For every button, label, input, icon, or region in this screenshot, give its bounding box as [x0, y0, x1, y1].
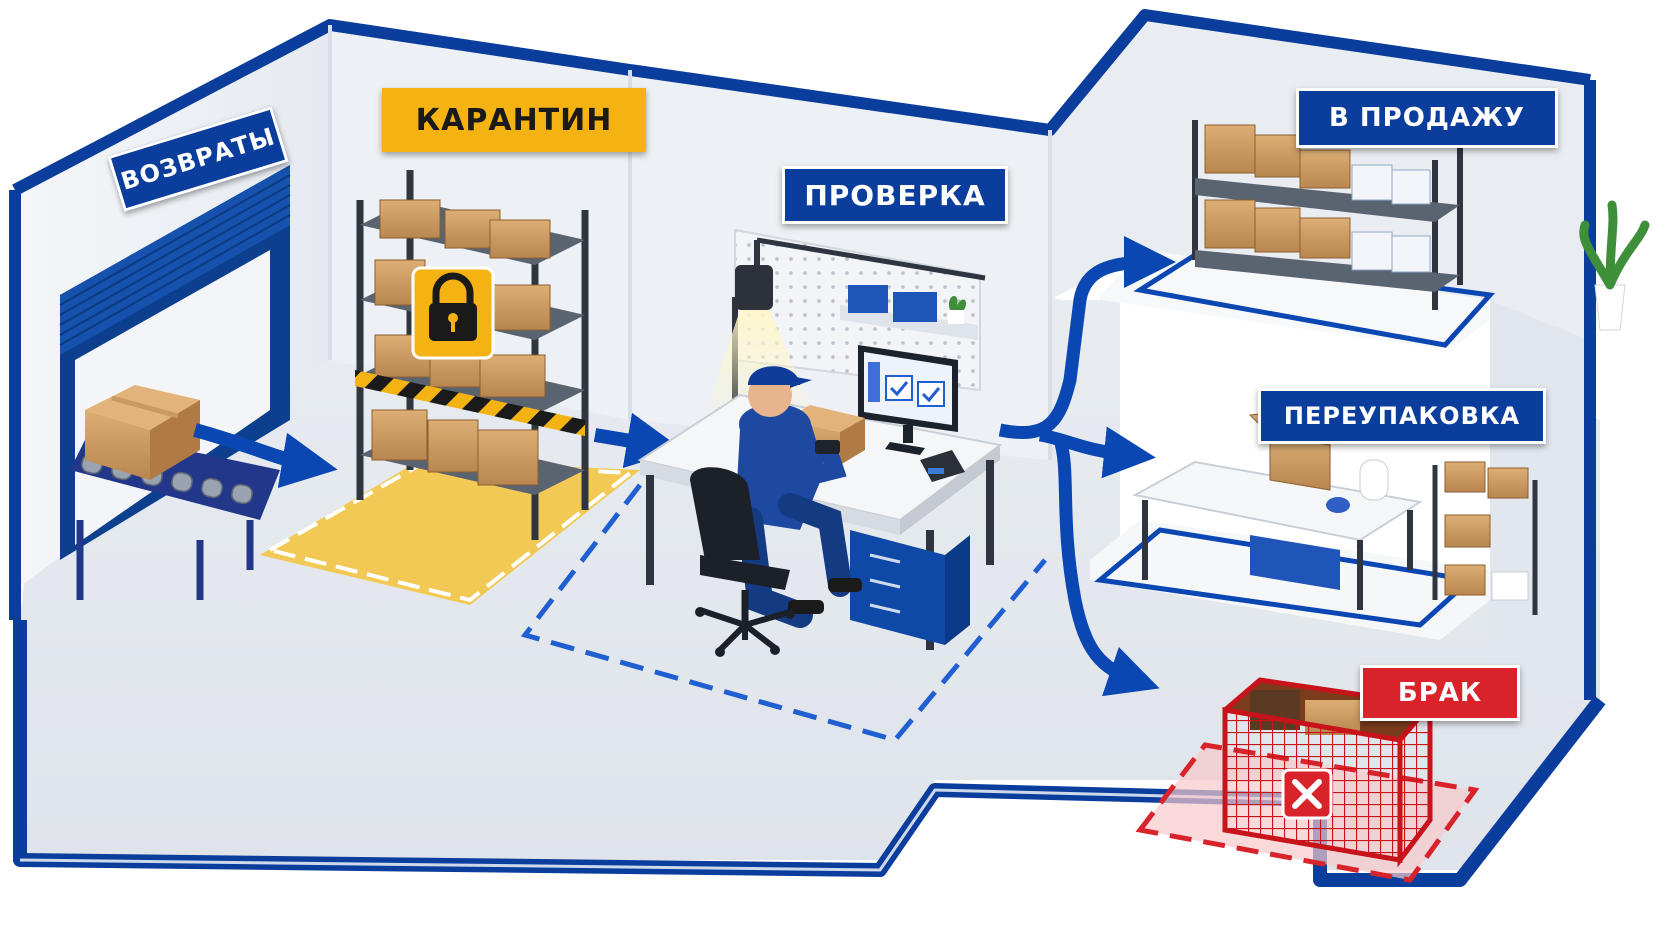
- right-side-wall: [1490, 300, 1590, 700]
- x-mark-icon: [1281, 768, 1333, 820]
- defect-label-text: БРАК: [1397, 678, 1483, 708]
- padlock-icon: [411, 266, 495, 360]
- returns-zone: [59, 165, 338, 600]
- for-sale-zone-label: В ПРОДАЖУ: [1296, 88, 1558, 148]
- quarantine-zone-label: КАРАНТИН: [382, 88, 646, 152]
- quarantine-boxes: [371, 199, 551, 486]
- inspection-zone: [520, 228, 1047, 743]
- quarantine-label-text: КАРАНТИН: [415, 102, 613, 138]
- floor: [20, 250, 1600, 870]
- quarantine-zone: [260, 170, 683, 605]
- plant-icon: [1579, 200, 1650, 331]
- checkmark-icon: [885, 375, 945, 407]
- defect-zone-label: БРАК: [1360, 665, 1520, 721]
- defect-cage: [1222, 677, 1433, 868]
- routing-arrows: [998, 236, 1176, 697]
- defect-zone: [1135, 677, 1480, 883]
- repacking-zone-label: ПЕРЕУПАКОВКА: [1258, 388, 1546, 444]
- inspection-zone-label: ПРОВЕРКА: [782, 166, 1008, 224]
- sale-boxes: [1204, 124, 1431, 273]
- right-upper-shelf-floor: [1100, 250, 1490, 350]
- for-sale-zone: [1133, 120, 1650, 348]
- office-chair-icon: [690, 467, 795, 657]
- repacking-zone: [1094, 409, 1538, 628]
- repacking-label-text: ПЕРЕУПАКОВКА: [1283, 402, 1521, 430]
- returns-box-icon: [85, 385, 200, 480]
- inspection-label-text: ПРОВЕРКА: [804, 178, 986, 212]
- for-sale-label-text: В ПРОДАЖУ: [1329, 103, 1525, 133]
